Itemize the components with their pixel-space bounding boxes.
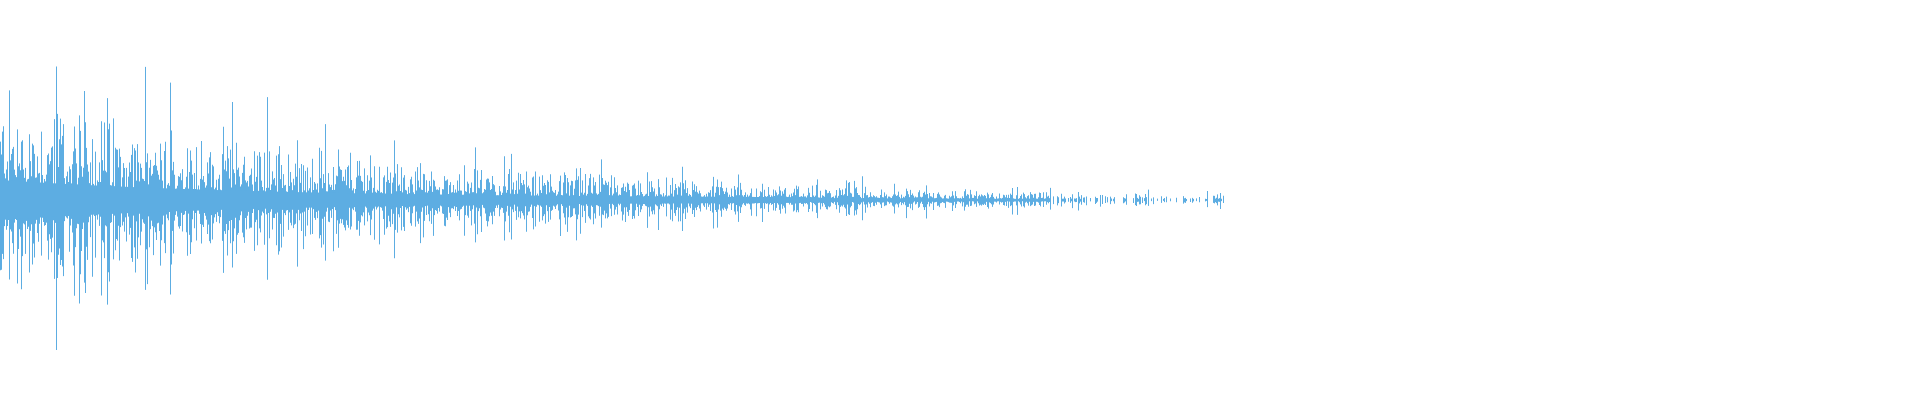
waveform-core	[0, 180, 796, 220]
waveform-bars	[0, 66, 1224, 351]
